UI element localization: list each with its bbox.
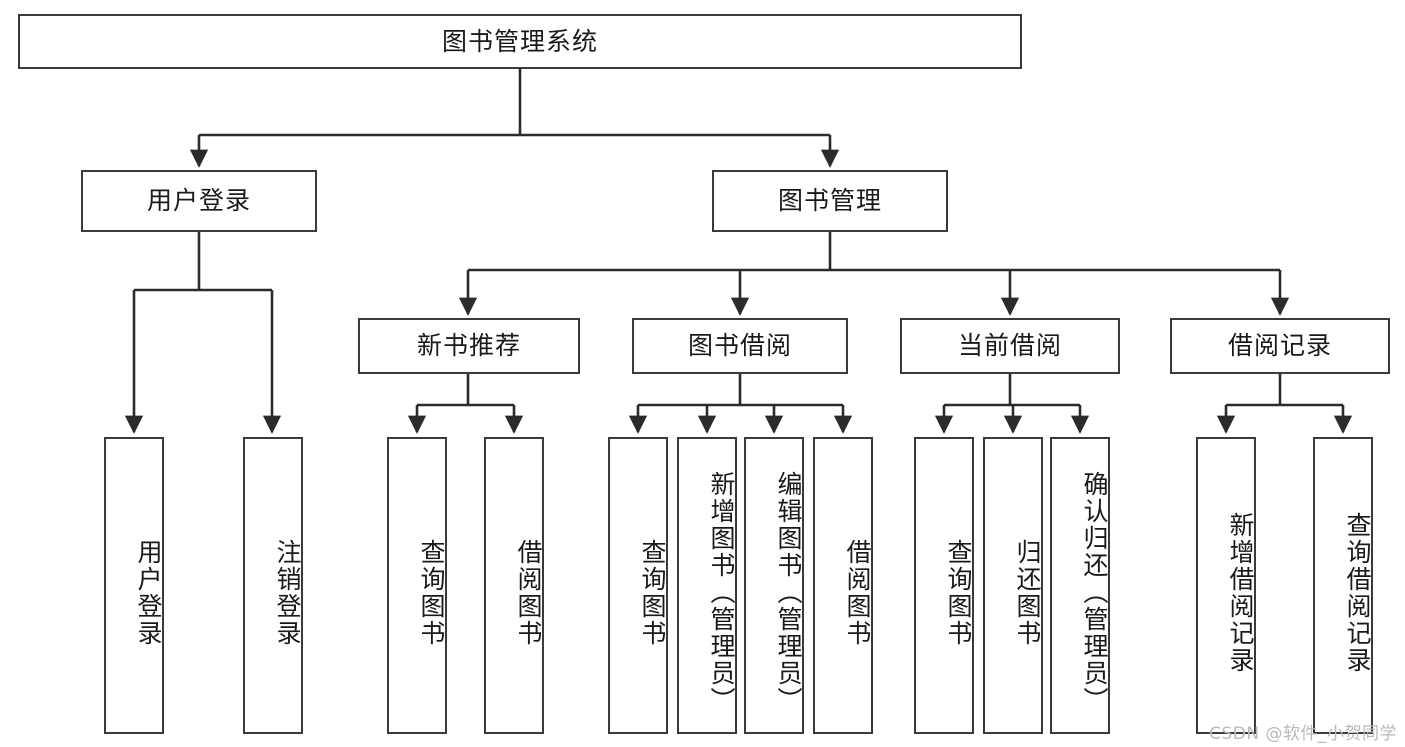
node-leaf-logout[interactable]: 注销登录 [243, 437, 303, 734]
node-leaf-add-book[interactable]: 新增图书（管理员） [677, 437, 737, 734]
node-leaf-query-book-c[interactable]: 查询图书 [914, 437, 974, 734]
node-current-borrow[interactable]: 当前借阅 [900, 318, 1120, 374]
node-book-manage[interactable]: 图书管理 [712, 170, 948, 232]
node-root-system[interactable]: 图书管理系统 [18, 14, 1022, 69]
node-leaf-borrow-book-b-label: 借阅图书 [843, 538, 872, 647]
node-user-login[interactable]: 用户登录 [81, 170, 317, 232]
node-leaf-query-book-b-label: 查询图书 [638, 538, 667, 647]
node-leaf-query-book-c-label: 查询图书 [944, 538, 973, 647]
node-leaf-add-record[interactable]: 新增借阅记录 [1196, 437, 1256, 734]
node-leaf-edit-book-label: 编辑图书（管理员） [774, 471, 803, 714]
node-current-borrow-label: 当前借阅 [957, 331, 1062, 361]
node-leaf-query-record[interactable]: 查询借阅记录 [1313, 437, 1373, 734]
node-borrow-record-label: 借阅记录 [1227, 331, 1332, 361]
node-leaf-borrow-book-a-label: 借阅图书 [514, 538, 543, 647]
node-book-borrow-label: 图书借阅 [687, 331, 792, 361]
node-leaf-query-book-a-label: 查询图书 [417, 538, 446, 647]
node-leaf-return-book-label: 归还图书 [1013, 538, 1042, 647]
node-new-book-recommend-label: 新书推荐 [416, 331, 521, 361]
node-leaf-user-login[interactable]: 用户登录 [104, 437, 164, 734]
node-leaf-query-book-b[interactable]: 查询图书 [608, 437, 668, 734]
node-leaf-logout-label: 注销登录 [273, 538, 302, 647]
node-leaf-borrow-book-b[interactable]: 借阅图书 [813, 437, 873, 734]
node-new-book-recommend[interactable]: 新书推荐 [358, 318, 580, 374]
node-leaf-confirm-return[interactable]: 确认归还（管理员） [1050, 437, 1110, 734]
node-book-borrow[interactable]: 图书借阅 [632, 318, 848, 374]
node-leaf-confirm-return-label: 确认归还（管理员） [1080, 471, 1109, 714]
node-user-login-label: 用户登录 [146, 186, 251, 216]
node-leaf-user-login-label: 用户登录 [134, 538, 163, 647]
csdn-watermark: CSDN @软件_小贺同学 [1209, 724, 1397, 744]
node-leaf-query-book-a[interactable]: 查询图书 [387, 437, 447, 734]
node-leaf-borrow-book-a[interactable]: 借阅图书 [484, 437, 544, 734]
node-leaf-add-record-label: 新增借阅记录 [1226, 511, 1255, 674]
node-borrow-record[interactable]: 借阅记录 [1170, 318, 1390, 374]
node-book-manage-label: 图书管理 [777, 186, 882, 216]
node-root-label: 图书管理系统 [441, 26, 598, 56]
node-leaf-edit-book[interactable]: 编辑图书（管理员） [744, 437, 804, 734]
node-leaf-add-book-label: 新增图书（管理员） [707, 471, 736, 714]
node-leaf-return-book[interactable]: 归还图书 [983, 437, 1043, 734]
node-leaf-query-record-label: 查询借阅记录 [1343, 511, 1372, 674]
